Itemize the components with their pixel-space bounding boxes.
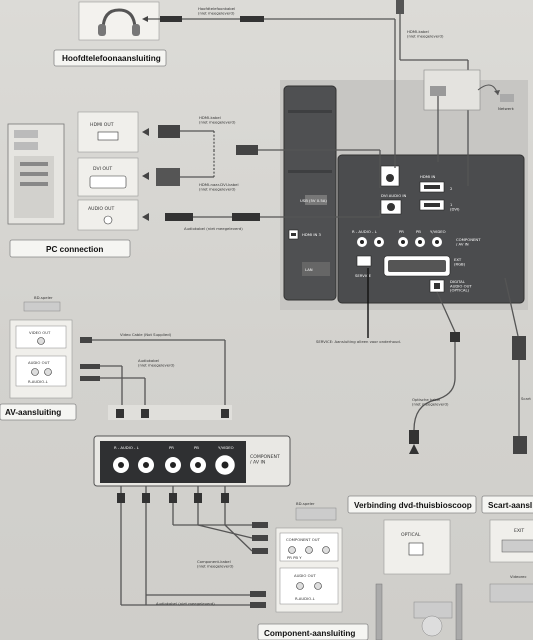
ext-rgb-label: EXT(RGB) [454,257,466,266]
headphone-cable: Hoofdtelefoonkabel(niet meegeleverd) [142,6,396,168]
pc-port-dvi-out: DVI OUT [77,157,139,197]
enlarged-pb-label: PB [194,445,199,450]
tv-audio-rl-label: R - AUDIO - L [352,229,378,234]
component-r-audio-l-label: R-AUDIO-L [295,596,316,601]
headphone-caption-box [53,49,167,67]
enlarged-pr-label: PR [169,445,174,450]
av-r-audio-l-label: R-AUDIO-L [28,379,49,384]
enlarged-component-label: COMPONENT/ AV IN [250,454,280,465]
pc-caption-box [9,239,131,258]
av-video-out-label: VIDEO OUT [29,330,51,335]
exit-label: EXIT [514,528,524,534]
scart-cable: Scart [504,277,531,454]
pc-caption: PC connection [46,245,103,254]
pc-dvi-cable: HDMI-naar-DVI-kabel(niet meegeleverd) [142,150,239,191]
service-port: SERVICE [355,255,372,278]
scart-caption: Scart-aansl [488,501,532,510]
av-audio-cable-label: Audiokabel(niet meegeleverd) [138,358,175,367]
tv-component-av-in-label: COMPONENT/ AV IN [456,237,481,246]
component-out-label: COMPONENT OUT [286,537,321,542]
component-cable-label: Component-kabel(niet meegeleverd) [197,559,234,568]
hdmi-in-3-port: HDMI IN 3 [288,229,322,240]
hdmi-port-1-dvi-label: 1(DVI) [450,202,460,211]
tv-y-video-label: Y/VIDEO [430,229,446,234]
tv-pr-label: PR [399,229,404,234]
dvd-caption: Verbinding dvd-thuisbioscoop [354,501,472,510]
dvi-audio-in-port: DVI AUDIO IN [380,193,407,215]
usb-left-label: USB (5V 0.5A) [300,198,327,203]
component-caption-box [257,623,369,640]
pc-hdmi-cable: HDMI-kabel(niet meegeleverd) [142,115,381,188]
component-caption: Component-aansluiting [264,629,355,638]
pc-hdmi-out-label: HDMI OUT [90,122,114,128]
hdmi-in-3-label: HDMI IN 3 [302,232,322,237]
headphone-cable-label: Hoofdtelefoonkabel(niet meegeleverd) [198,6,235,15]
pc-audio-out-label: AUDIO OUT [88,206,114,212]
home-theater-device: OPTICAL [375,519,463,640]
av-audio-out-label: AUDIO OUT [28,360,50,365]
av-caption-box [0,403,77,421]
dvd-caption-box [347,495,477,514]
scart-caption-box [481,495,533,514]
usb-port-left: USB (5V 0.5A) [300,195,327,205]
video-rec-label: Videorec [510,574,527,579]
av-bd-player: VIDEO OUT AUDIO OUT R-AUDIO-L [9,301,73,399]
headphone-jack-tv [380,165,400,187]
service-port-label: SERVICE [355,273,372,278]
pc-audio-cable: Audiokabel (niet meegeleverd) [142,210,381,231]
hdmi-dvi-cable-label: HDMI-naar-DVI-kabel(niet meegeleverd) [199,182,239,191]
pc-dvi-out-label: DVI OUT [93,166,112,172]
optical-cable-label: Optische kabel(niet meegeleverd) [412,397,449,406]
dvi-audio-in-label: DVI AUDIO IN [381,193,407,198]
component-cables: Component-kabel(niet meegeleverd) Audiok… [117,486,268,608]
lan-port: LAN [302,262,330,276]
pc-audio-cable-label: Audiokabel (niet meegeleverd) [184,226,243,231]
bd-player-top-label: BD-speler [34,295,53,300]
component-bd-player: BD-speler COMPONENT OUT PR PB Y AUDIO OU… [275,501,343,613]
video-cable-label: Video Cable (Not Supplied) [120,332,172,337]
scart-cable-label: Scart [521,396,531,401]
av-caption: AV-aansluiting [5,408,61,417]
headphone-device [78,1,160,41]
hdmi-in-ports: HDMI IN 2 1(DVI) [419,174,460,211]
pc-port-audio-out: AUDIO OUT [77,199,139,231]
video-recorder-device: EXIT Videorec [489,519,533,603]
headphone-caption: Hoofdtelefoonaansluiting [62,54,161,63]
hdmi-top-cable-label: HDMI-kabel(niet meegeleverd) [407,29,444,38]
lan-label: LAN [305,267,313,272]
hdmi-in-label: HDMI IN [420,174,436,179]
bd-player-bottom-label: BD-speler [296,501,315,506]
hdmi-port-2-label: 2 [450,186,453,191]
optical-device-label: OPTICAL [401,532,421,538]
av-audio-cable: Audiokabel(niet meegeleverd) [80,358,175,405]
component-pr-pb-y-label: PR PB Y [287,555,302,560]
tv-pb-label: PB [416,229,421,234]
optical-cable: Optische kabel(niet meegeleverd) [409,291,460,454]
netwerk-label: Netwerk [498,106,515,111]
pc-tower [7,123,65,225]
pc-hdmi-cable-label: HDMI-kabel(niet meegeleverd) [199,115,236,124]
component-audio-cable-label: Audiokabel (niet meegeleverd) [156,601,215,606]
component-av-in-tv: R - AUDIO - L PR PB Y/VIDEO COMPONENT/ A… [352,229,481,247]
av-video-cable: Video Cable (Not Supplied) [80,332,226,405]
scart-port-tv: EXT(RGB) [383,255,466,277]
enlarged-audio-label: R - AUDIO - L [114,445,140,450]
enlarged-y-video-label: Y/VIDEO [218,445,234,450]
pc-port-hdmi-out: HDMI OUT [77,111,139,153]
service-note: SERVICE: Aansluiting alleen voor onderho… [316,339,401,344]
component-audio-out-label: AUDIO OUT [294,573,316,578]
enlarged-component-panel: R - AUDIO - L PR PB Y/VIDEO COMPONENT/ A… [93,405,291,487]
network-box: Netwerk [423,69,515,162]
